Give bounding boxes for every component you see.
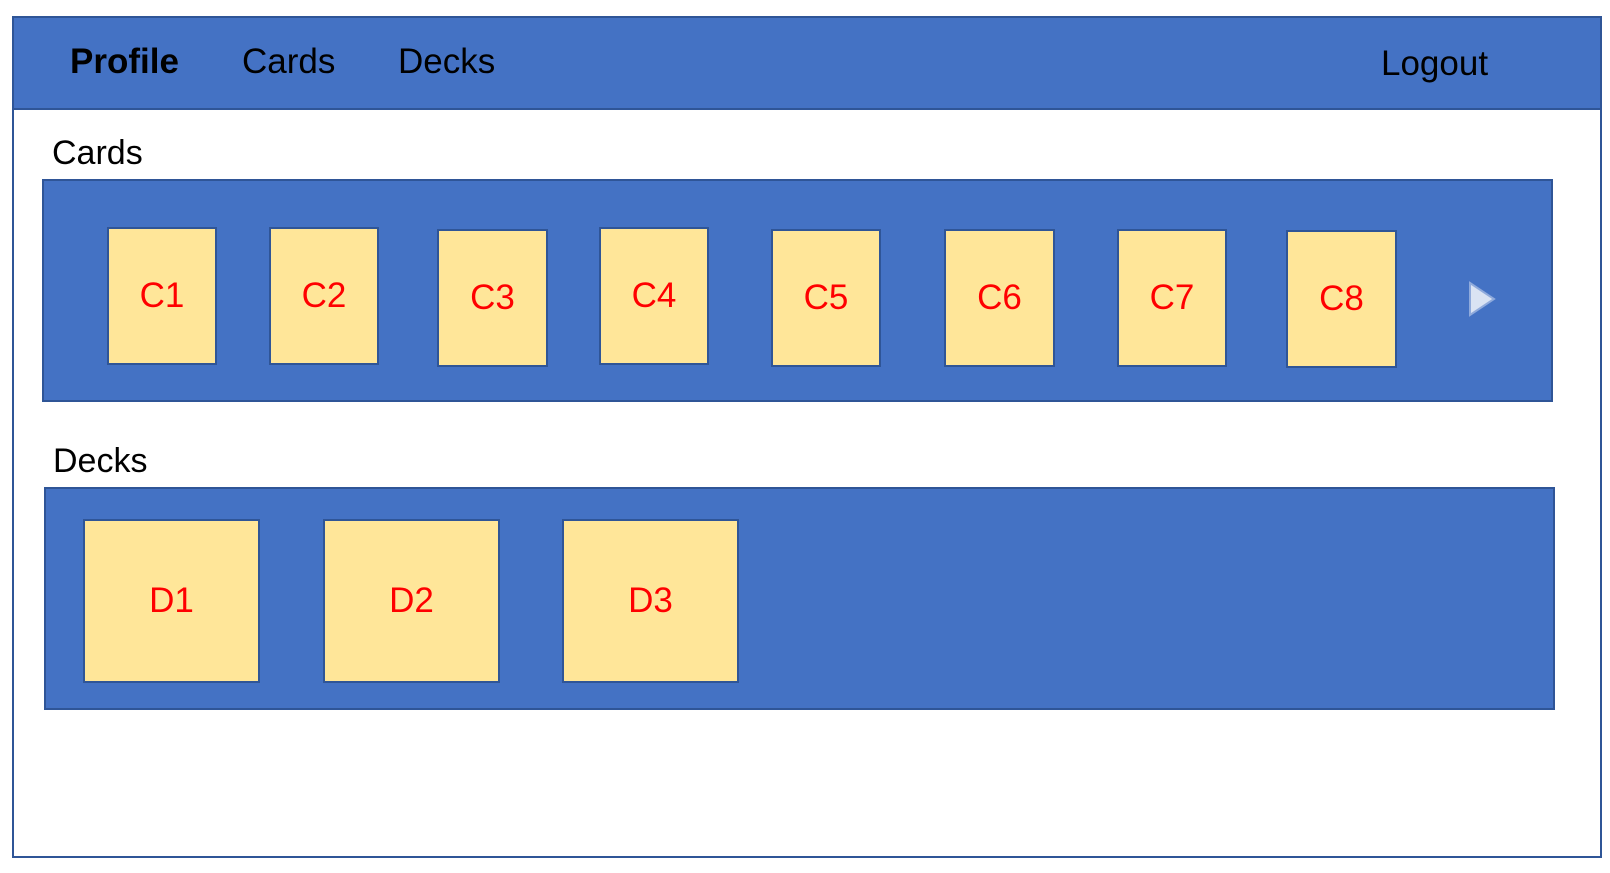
nav-decks-link[interactable]: Decks: [398, 42, 496, 81]
deck-tile[interactable]: D3: [562, 519, 739, 683]
app-window: Profile Cards Decks Logout Cards C1 C2 C…: [12, 16, 1602, 858]
card-tile[interactable]: C5: [771, 229, 881, 367]
card-tile[interactable]: C3: [437, 229, 548, 367]
card-tile[interactable]: C6: [944, 229, 1055, 367]
decks-section-title: Decks: [53, 442, 148, 480]
chevron-right-icon[interactable]: [1468, 281, 1496, 317]
cards-section-title: Cards: [52, 134, 143, 172]
card-tile[interactable]: C7: [1117, 229, 1227, 367]
deck-tile[interactable]: D1: [83, 519, 260, 683]
top-navigation-bar: Profile Cards Decks Logout: [14, 18, 1600, 110]
card-tile[interactable]: C1: [107, 227, 217, 365]
cards-carousel: C1 C2 C3 C4 C5 C6 C7 C8: [42, 179, 1553, 402]
nav-profile-link[interactable]: Profile: [70, 42, 179, 81]
card-tile[interactable]: C4: [599, 227, 709, 365]
card-tile[interactable]: C8: [1286, 230, 1397, 368]
deck-tile[interactable]: D2: [323, 519, 500, 683]
logout-button[interactable]: Logout: [1381, 44, 1489, 83]
card-tile[interactable]: C2: [269, 227, 379, 365]
nav-cards-link[interactable]: Cards: [242, 42, 336, 81]
decks-carousel: D1 D2 D3: [44, 487, 1555, 710]
